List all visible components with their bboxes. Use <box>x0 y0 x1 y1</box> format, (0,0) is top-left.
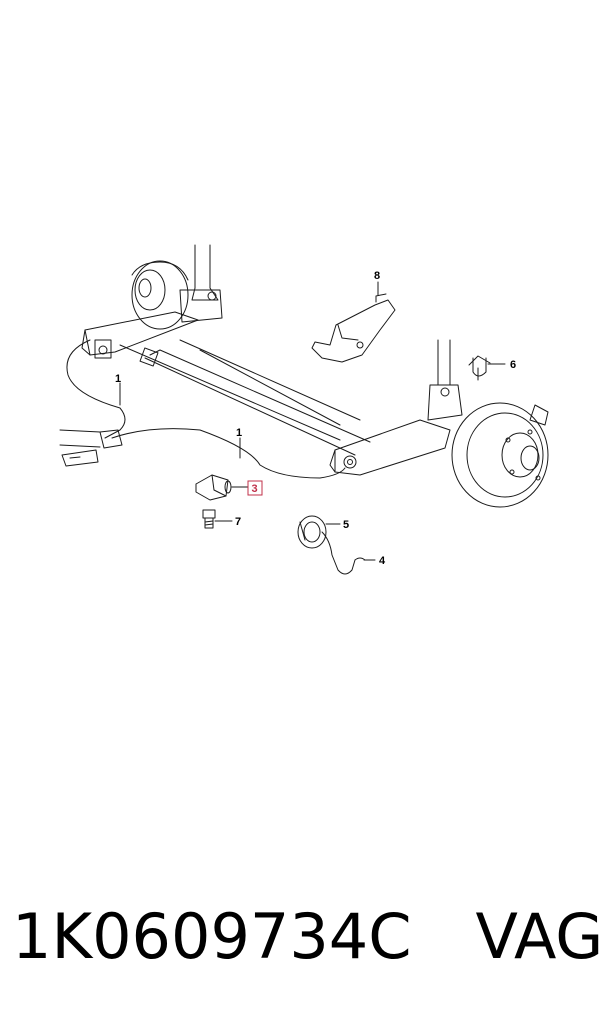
callout-4: 4 <box>379 555 386 567</box>
right-trailing-arm <box>329 419 451 476</box>
abs-sensor-cable <box>59 339 346 479</box>
right-shock-absorber <box>427 339 463 421</box>
callout-1-right: 1 <box>236 427 242 439</box>
callout-3-frame <box>247 480 263 496</box>
part-caption: 1K0609734C VAG <box>12 892 600 982</box>
callout-1-left: 1 <box>115 373 121 385</box>
part-3-cable-holder <box>195 474 232 501</box>
right-brake-drum <box>451 402 549 508</box>
torsion-beam <box>119 339 371 456</box>
part-number: 1K0609734C <box>12 900 412 973</box>
brand-name: VAG <box>475 900 600 973</box>
left-shock-absorber <box>179 244 223 323</box>
leader-lines <box>119 281 506 561</box>
part-7-bolt <box>202 509 216 529</box>
part-5-ring <box>297 515 327 549</box>
callout-7: 7 <box>235 516 241 528</box>
parts-diagram: 1 1 3 4 5 6 7 8 <box>59 244 549 575</box>
callout-6: 6 <box>510 359 516 371</box>
left-brake-drum <box>131 260 189 330</box>
left-trailing-arm <box>81 311 199 359</box>
part-6-clip <box>468 355 491 381</box>
callout-8: 8 <box>374 270 380 282</box>
callout-3: 3 <box>252 483 258 495</box>
part-8-bracket <box>311 293 396 363</box>
callout-5: 5 <box>343 519 349 531</box>
part-4-sensor-wire <box>321 531 366 575</box>
